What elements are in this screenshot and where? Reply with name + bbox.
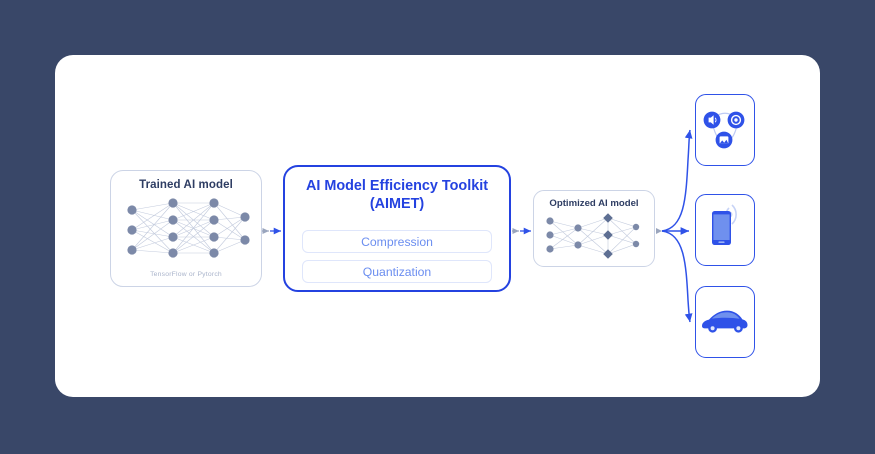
smartphone-icon: [712, 211, 731, 245]
optimized-model-box: Optimized AI model: [533, 190, 655, 267]
automotive-card[interactable]: [695, 286, 755, 358]
optimized-model-title: Optimized AI model: [549, 198, 639, 209]
car-icon: [702, 310, 748, 333]
aimet-title: AI Model Efficiency Toolkit (AIMET): [285, 177, 509, 213]
trained-model-title: Trained AI model: [139, 179, 233, 191]
image-sensor-icon: [715, 131, 733, 149]
iot-devices-card[interactable]: [695, 94, 755, 166]
speaker-icon: [703, 111, 721, 129]
mobile-phone-card[interactable]: [695, 194, 755, 266]
trained-model-network: [127, 198, 250, 258]
trained-model-framework-caption: TensorFlow or Pytorch: [150, 271, 222, 278]
camera-icon: [727, 111, 745, 129]
aimet-title-line1: AI Model Efficiency Toolkit: [305, 178, 489, 194]
trained-model-box: Trained AI model TensorFlow or Pytorch: [110, 170, 262, 287]
optimized-model-network: [546, 213, 640, 259]
aimet-toolkit-box: AI Model Efficiency Toolkit (AIMET) Comp…: [283, 165, 511, 292]
phone-icon-group: [712, 204, 737, 245]
quantization-pill[interactable]: Quantization: [302, 260, 492, 283]
aimet-title-line2: (AIMET): [369, 196, 425, 212]
iot-icon-group: [703, 111, 745, 149]
compression-pill[interactable]: Compression: [302, 230, 492, 253]
